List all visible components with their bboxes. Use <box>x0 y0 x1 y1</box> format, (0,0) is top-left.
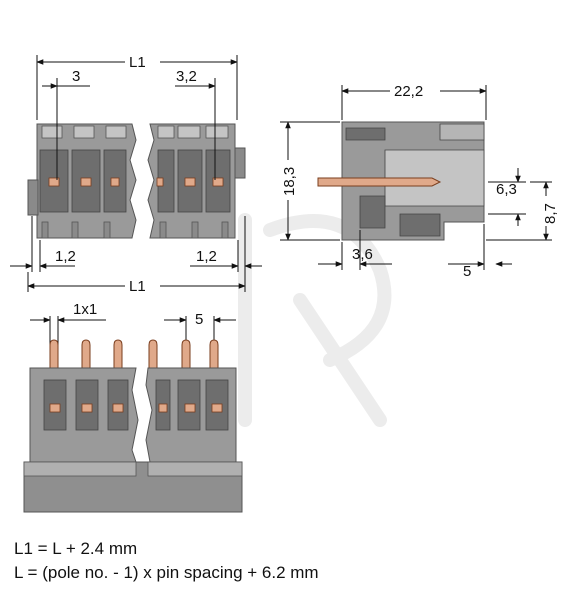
dim-5-side: 5 <box>463 263 471 280</box>
dim-3-6: 3,6 <box>352 246 373 263</box>
side-pin <box>317 177 442 187</box>
formula-l: L = (pole no. - 1) x pin spacing + 6.2 m… <box>14 563 319 582</box>
dim-18-3: 18,3 <box>281 167 298 196</box>
bottom-view: 1x1 5 <box>23 301 243 513</box>
dim-pitch-3: 3 <box>72 68 80 85</box>
formula-l1: L1 = L + 2.4 mm <box>14 539 138 558</box>
dim-22-2: 22,2 <box>394 83 423 100</box>
dim-l1-top: L1 <box>129 54 146 71</box>
dim-pitch-3-2: 3,2 <box>176 68 197 85</box>
dim-6-3: 6,3 <box>496 181 517 198</box>
dim-1x1: 1x1 <box>73 301 97 318</box>
side-view: 22,2 18,3 6,3 8,7 3,6 5 <box>280 83 559 280</box>
front-view: L1 3 3,2 1,2 1,2 L1 <box>10 54 262 295</box>
dim-l1-bottom: L1 <box>129 278 146 295</box>
dim-8-7: 8,7 <box>542 203 559 224</box>
dim-right-1-2: 1,2 <box>196 248 217 265</box>
dim-5-bottom: 5 <box>195 311 203 328</box>
dim-left-1-2: 1,2 <box>55 248 76 265</box>
